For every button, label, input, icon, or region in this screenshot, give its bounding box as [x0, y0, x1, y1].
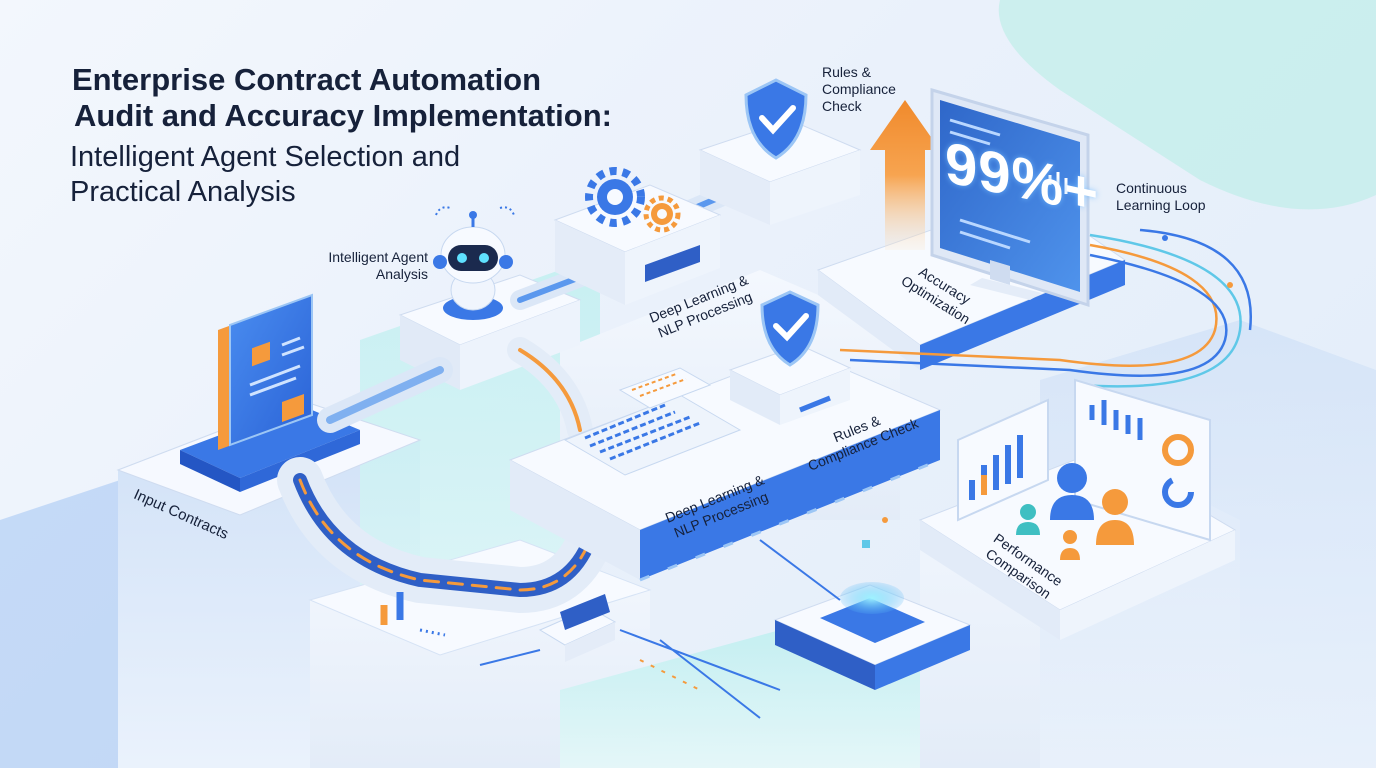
gear-icon: [585, 167, 681, 233]
corner-blob: [998, 0, 1376, 210]
left-blob: [0, 470, 150, 768]
title-line-3: Intelligent Agent Selection and: [70, 141, 461, 173]
orange-arrow-icon: [870, 100, 940, 250]
monitor-icon: [930, 88, 1090, 308]
label-rules-top-line3: Check: [822, 98, 862, 114]
label-continuous-line1: Continuous: [1116, 180, 1187, 196]
glowing-cube: [773, 517, 972, 690]
middle-shield-platform: [728, 344, 852, 425]
label-continuous-learning: Continuous Learning Loop: [1116, 180, 1206, 214]
label-intelligent-agent-line1: Intelligent Agent: [328, 249, 428, 265]
gears-platform: [553, 184, 722, 305]
title-line-4: Practical Analysis: [70, 176, 296, 208]
contract-document-icon: [218, 293, 313, 450]
title-line-1: Enterprise Contract Automation: [72, 62, 542, 97]
bottom-widgets: [380, 539, 841, 719]
shield-check-icon: [744, 78, 808, 160]
input-contracts-platform: [116, 399, 422, 516]
label-intelligent-agent-line2: Analysis: [375, 266, 428, 282]
label-rules-top-line1: Rules &: [822, 64, 872, 80]
shield-check-icon-middle: [760, 290, 820, 367]
learning-loop-lines: [839, 228, 1253, 388]
robot-icon: [433, 206, 515, 320]
bar-chart-icon: [957, 398, 1049, 522]
data-grid-icon: [563, 367, 742, 476]
label-rules-top: Rules & Compliance Check: [822, 64, 896, 115]
label-rules-top-line2: Compliance: [822, 81, 896, 97]
title-line-2: Audit and Accuracy Implementation:: [74, 98, 612, 133]
people-icon: [1016, 463, 1134, 560]
label-intelligent-agent: Intelligent Agent Analysis: [300, 249, 428, 283]
label-continuous-line2: Learning Loop: [1116, 197, 1206, 213]
